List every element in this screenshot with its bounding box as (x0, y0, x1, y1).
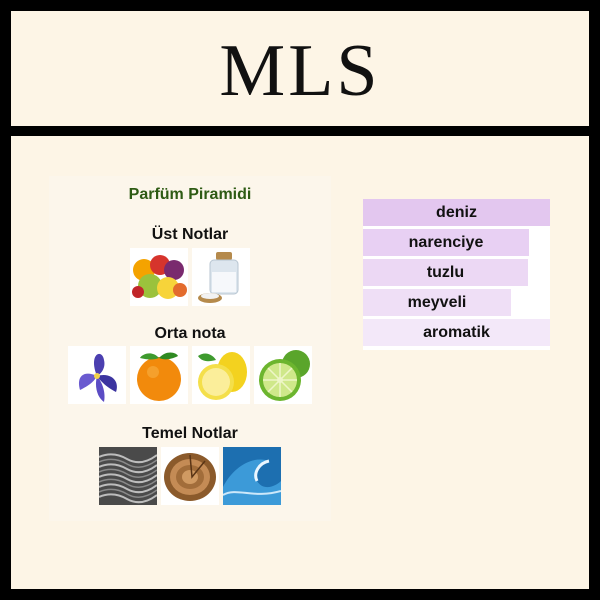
pyramid-title: Parfüm Piramidi (128, 186, 252, 203)
musk-fur-icon[interactable] (99, 447, 157, 505)
iris-flower-icon[interactable] (68, 346, 126, 404)
lemon-icon[interactable] (192, 346, 250, 404)
top-notes-row (49, 248, 331, 306)
middle-notes-label: Orta nota (154, 325, 226, 342)
accord-bar: narenciye (363, 229, 529, 256)
brand-title: MLS (219, 29, 381, 112)
salt-icon[interactable] (192, 248, 250, 306)
wood-icon[interactable] (161, 447, 219, 505)
header-banner: MLS (11, 11, 589, 126)
orange-icon[interactable] (130, 346, 188, 404)
middle-notes-row (49, 346, 331, 404)
base-notes-row (49, 447, 331, 505)
accord-bar: tuzlu (363, 259, 528, 286)
content-panel: Parfüm Piramidi Üst Notlar (11, 136, 589, 589)
main-accords: deniz narenciye tuzlu meyveli aromatik (363, 199, 550, 350)
accord-bar: meyveli (363, 289, 511, 316)
fruits-icon[interactable] (130, 248, 188, 306)
ocean-wave-icon[interactable] (223, 447, 281, 505)
accord-bar: deniz (363, 199, 550, 226)
base-notes-label: Temel Notlar (142, 425, 238, 442)
lime-icon[interactable] (254, 346, 312, 404)
accord-bar: aromatik (363, 319, 550, 346)
fragrance-pyramid: Parfüm Piramidi Üst Notlar (49, 176, 331, 521)
top-notes-label: Üst Notlar (151, 226, 229, 243)
